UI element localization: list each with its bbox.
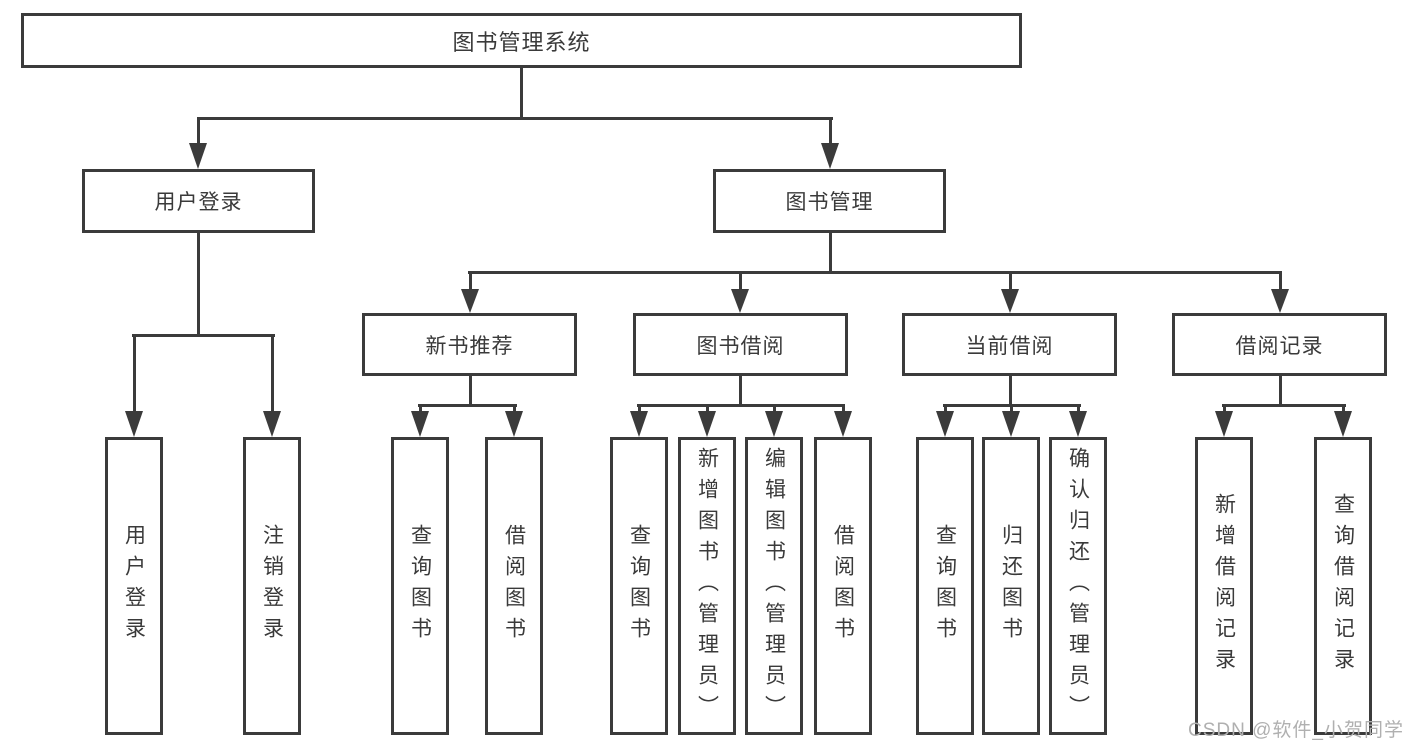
connector-borrowing-records-rail: [1222, 404, 1346, 407]
node-new-book-recommend-label: 新书推荐: [425, 334, 514, 358]
node-new-book-recommend: 新书推荐: [362, 313, 577, 376]
leaf-add-books-admin-label: 新增图书（管理员）: [695, 446, 719, 726]
leaf-add-borrow-record-label: 新增借阅记录: [1212, 493, 1236, 679]
leaf-query-books-2: 查询图书: [610, 437, 668, 735]
connector-book-borrowing-stem: [739, 374, 742, 407]
connector-leaf-shaft: [773, 404, 776, 416]
leaf-query-borrow-record-label: 查询借阅记录: [1331, 493, 1355, 679]
arrow-down-icon: [630, 411, 648, 437]
connector-level3-shaft: [739, 271, 742, 293]
leaf-borrow-books-1: 借阅图书: [485, 437, 543, 735]
leaf-add-books-admin: 新增图书（管理员）: [678, 437, 736, 735]
connector-leaf-shaft: [271, 334, 274, 416]
leaf-confirm-return-admin: 确认归还（管理员）: [1049, 437, 1107, 735]
connector-leaf-shaft: [513, 404, 516, 416]
leaf-return-books-label: 归还图书: [999, 524, 1023, 648]
node-book-borrowing-label: 图书借阅: [696, 334, 785, 358]
arrow-down-icon: [834, 411, 852, 437]
arrow-down-icon: [1271, 289, 1289, 313]
connector-leaf-shaft: [706, 404, 709, 416]
connector-level3-shaft: [1279, 271, 1282, 293]
connector-leaf-shaft: [842, 404, 845, 416]
arrow-down-icon: [936, 411, 954, 437]
leaf-borrow-books-2-label: 借阅图书: [831, 524, 855, 648]
connector-book-management-stem: [829, 231, 832, 274]
leaf-borrow-books-2: 借阅图书: [814, 437, 872, 735]
leaf-query-books-3: 查询图书: [916, 437, 974, 735]
arrow-down-icon: [765, 411, 783, 437]
arrow-down-icon: [1002, 411, 1020, 437]
connector-current-borrowing-stem: [1009, 374, 1012, 407]
node-library-management-system-label: 图书管理系统: [452, 29, 591, 55]
connector-leaf-shaft: [133, 334, 136, 416]
arrow-down-icon: [698, 411, 716, 437]
watermark-text: CSDN @软件_小贺同学: [1188, 720, 1404, 741]
leaf-add-borrow-record: 新增借阅记录: [1195, 437, 1253, 735]
connector-user-login-rail: [132, 334, 275, 337]
connector-user-login-stem: [197, 231, 200, 337]
arrow-down-icon: [505, 411, 523, 437]
connector-leaf-shaft: [1077, 404, 1080, 416]
connector-root-rail: [197, 117, 833, 120]
node-book-borrowing: 图书借阅: [633, 313, 848, 376]
arrow-down-icon: [1001, 289, 1019, 313]
arrow-down-icon: [1334, 411, 1352, 437]
leaf-edit-books-admin-label: 编辑图书（管理员）: [762, 446, 786, 726]
connector-leaf-shaft: [1010, 404, 1013, 416]
connector-leaf-shaft: [1342, 404, 1345, 416]
arrow-down-icon: [821, 143, 839, 169]
connector-level3-shaft: [469, 271, 472, 293]
leaf-logout-label: 注销登录: [260, 524, 284, 648]
connector-leaf-shaft: [638, 404, 641, 416]
arrow-down-icon: [461, 289, 479, 313]
connector-new-book-rail: [418, 404, 517, 407]
connector-leaf-shaft: [1223, 404, 1226, 416]
leaf-query-borrow-record: 查询借阅记录: [1314, 437, 1372, 735]
leaf-user-login-label: 用户登录: [122, 524, 146, 648]
connector-borrowing-records-stem: [1279, 374, 1282, 407]
arrow-down-icon: [1069, 411, 1087, 437]
node-book-management-label: 图书管理: [785, 191, 874, 214]
connector-book-management-rail: [468, 271, 1282, 274]
leaf-borrow-books-1-label: 借阅图书: [502, 524, 526, 648]
leaf-query-books-1: 查询图书: [391, 437, 449, 735]
leaf-edit-books-admin: 编辑图书（管理员）: [745, 437, 803, 735]
arrow-down-icon: [1215, 411, 1233, 437]
arrow-down-icon: [263, 411, 281, 437]
node-book-management: 图书管理: [713, 169, 946, 233]
connector-book-borrowing-rail: [637, 404, 845, 407]
arrow-down-icon: [731, 289, 749, 313]
leaf-confirm-return-admin-label: 确认归还（管理员）: [1066, 446, 1090, 726]
node-current-borrowing: 当前借阅: [902, 313, 1117, 376]
connector-user-login-shaft: [197, 117, 200, 147]
node-user-login-label: 用户登录: [154, 191, 243, 214]
connector-leaf-shaft: [419, 404, 422, 416]
node-borrowing-records: 借阅记录: [1172, 313, 1387, 376]
leaf-user-login: 用户登录: [105, 437, 163, 735]
connector-root-stem: [520, 66, 523, 118]
node-current-borrowing-label: 当前借阅: [965, 334, 1054, 358]
node-library-management-system: 图书管理系统: [21, 13, 1022, 68]
connector-leaf-shaft: [944, 404, 947, 416]
connector-book-management-shaft: [829, 117, 832, 147]
arrow-down-icon: [125, 411, 143, 437]
arrow-down-icon: [189, 143, 207, 169]
connector-new-book-stem: [469, 374, 472, 407]
node-user-login: 用户登录: [82, 169, 315, 233]
connector-level3-shaft: [1009, 271, 1012, 293]
node-borrowing-records-label: 借阅记录: [1235, 334, 1324, 358]
arrow-down-icon: [411, 411, 429, 437]
leaf-query-books-2-label: 查询图书: [627, 524, 651, 648]
leaf-logout: 注销登录: [243, 437, 301, 735]
leaf-return-books: 归还图书: [982, 437, 1040, 735]
leaf-query-books-1-label: 查询图书: [408, 524, 432, 648]
leaf-query-books-3-label: 查询图书: [933, 524, 957, 648]
